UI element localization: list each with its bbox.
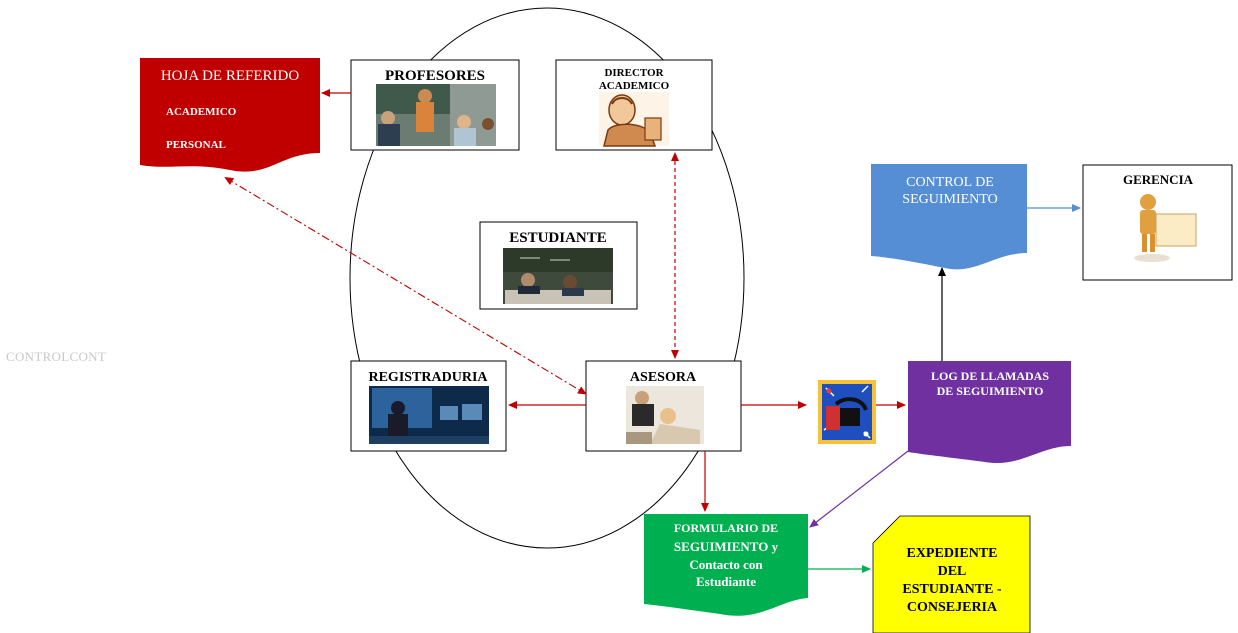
log-llamadas-title-line1: LOG DE LLAMADAS (931, 369, 1049, 383)
profesores-box: PROFESORES (350, 59, 520, 151)
expediente-doc: EXPEDIENTE DEL ESTUDIANTE - CONSEJERIA (872, 515, 1031, 633)
asesora-box: ASESORA (585, 360, 742, 452)
formulario-line3: Contacto con (689, 557, 763, 572)
thinking-man-image (599, 92, 669, 147)
director-title-line2: ACADEMICO (599, 80, 670, 92)
hoja-referido-title: HOJA DE REFERIDO (161, 68, 300, 84)
expediente-line1: EXPEDIENTE (906, 546, 997, 561)
arrow-log-to-formulario (809, 450, 909, 528)
estudiante-box: ESTUDIANTE (479, 221, 638, 310)
control-seguimiento-title-line1: CONTROL DE (906, 175, 994, 190)
formulario-line4: Estudiante (696, 574, 756, 589)
director-box: DIRECTOR ACADEMICO (555, 59, 713, 151)
expediente-line4: CONSEJERIA (907, 600, 998, 615)
registraduria-box: REGISTRADURIA (350, 360, 507, 452)
counselor-session-image (626, 386, 704, 444)
classroom-teacher-image (376, 84, 496, 146)
students-image (503, 248, 613, 304)
arrow-hoja-asesora-dashdot (224, 176, 587, 395)
controlcont-label: CONTROLCONT (6, 349, 107, 364)
formulario-doc: FORMULARIO DE SEGUIMIENTO y Contacto con… (644, 514, 808, 616)
hoja-referido-item-academico: ACADEMICO (166, 106, 237, 118)
director-title-line1: DIRECTOR (604, 67, 664, 79)
expediente-line2: DEL (938, 564, 967, 579)
gerencia-box: GERENCIA (1082, 164, 1233, 281)
log-llamadas-doc: LOG DE LLAMADAS DE SEGUIMIENTO (908, 361, 1071, 464)
control-seguimiento-title-line2: SEGUIMIENTO (902, 192, 997, 207)
figure-with-sign-image (1134, 194, 1197, 262)
hoja-referido-doc: HOJA DE REFERIDO ACADEMICO PERSONAL (140, 58, 320, 172)
log-llamadas-title-line2: DE SEGUIMIENTO (937, 384, 1044, 398)
telephone-icon (818, 380, 876, 444)
profesores-title: PROFESORES (385, 68, 485, 84)
gerencia-title: GERENCIA (1123, 172, 1194, 187)
estudiante-title: ESTUDIANTE (509, 230, 607, 246)
registraduria-title: REGISTRADURIA (368, 370, 488, 385)
control-seguimiento-doc: CONTROL DE SEGUIMIENTO (871, 164, 1027, 270)
asesora-title: ASESORA (630, 370, 697, 385)
formulario-line2: SEGUIMIENTO y (674, 539, 779, 554)
expediente-line3: ESTUDIANTE - (902, 582, 1002, 597)
formulario-line1: FORMULARIO DE (674, 521, 778, 535)
office-computers-image (369, 386, 489, 444)
hoja-referido-item-personal: PERSONAL (166, 139, 226, 151)
